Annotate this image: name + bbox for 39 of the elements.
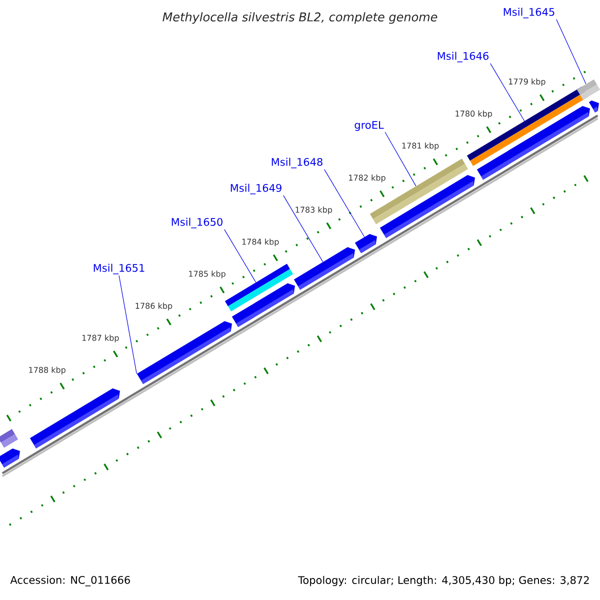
title: Methylocella silvestris BL2, complete genome [162, 12, 438, 24]
gene-block [136, 321, 232, 384]
tick-label: 1788 kbp [29, 366, 66, 374]
leader-line [224, 229, 256, 283]
accession-text: Accession: NC_011666 [10, 576, 130, 586]
gene-label: Msil_1648 [272, 158, 322, 168]
tick-label: 1787 kbp [82, 334, 119, 342]
genome-info-text: Topology: circular; Length: 4,305,430 bp; Genes: 3,872 [298, 576, 589, 586]
gene-block [588, 100, 599, 112]
leader-line [384, 132, 416, 186]
gene-label: Msil_1646 [438, 52, 488, 62]
tick-label: 1780 kbp [456, 110, 492, 118]
gene-label: Msil_1649 [230, 184, 282, 194]
leader-line [118, 275, 137, 374]
leader-line [556, 19, 586, 84]
gene-bar [576, 79, 600, 100]
leader-line [490, 63, 525, 122]
tick-label: 1785 kbp [189, 270, 226, 278]
tick-label: 1786 kbp [136, 302, 172, 310]
gene-bar [224, 264, 294, 312]
gene-block [30, 388, 120, 448]
tick-label: 1781 kbp [402, 142, 439, 150]
tick-label: 1782 kbp [349, 174, 386, 182]
gene-label: Msil_1650 [172, 218, 222, 228]
tick-label: 1783 kbp [296, 206, 332, 214]
gene-block [294, 247, 355, 290]
tick-label: 1779 kbp [508, 78, 546, 86]
gene-block [232, 283, 295, 327]
gene-bar [0, 429, 18, 448]
gene-label: Msil_1645 [504, 8, 554, 18]
leader-line [283, 195, 324, 262]
gene-bar [370, 158, 468, 224]
leader-line [324, 169, 365, 238]
gene-block [476, 106, 590, 180]
tick-label: 1784 kbp [242, 238, 279, 246]
gene-block [0, 448, 20, 468]
gene-label: groEL [354, 121, 384, 131]
gene-label: Msil_1651 [94, 264, 144, 274]
gene-block [354, 234, 377, 254]
